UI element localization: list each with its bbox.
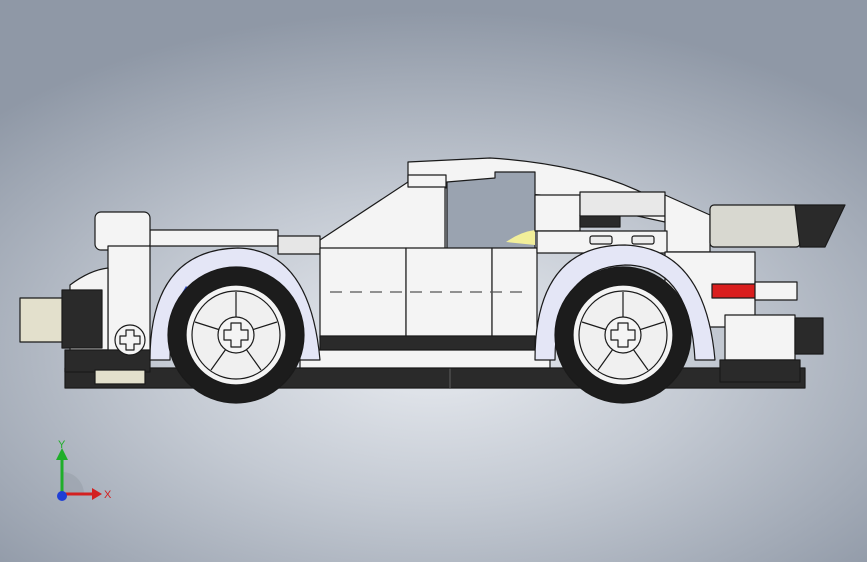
door-panel-front — [319, 247, 407, 339]
rear-slope — [664, 194, 711, 253]
rear-deck-dark — [579, 214, 621, 228]
x-axis-arrow-icon — [92, 488, 102, 500]
x-axis-label: X — [104, 489, 112, 501]
front-axle-cross-icon — [119, 329, 141, 351]
triad-sector — [62, 472, 84, 494]
windshield — [319, 181, 446, 251]
rear-taillight-light — [754, 281, 798, 301]
stud-1 — [589, 235, 613, 245]
front-bumper-tan — [19, 297, 66, 343]
rear-deck-1 — [534, 194, 581, 232]
front-fender-top — [149, 229, 279, 247]
z-axis-dot — [57, 491, 67, 501]
rear-deck-2 — [579, 191, 666, 217]
y-axis-label: Y — [58, 439, 66, 451]
front-block — [277, 235, 321, 255]
rear-wheel-arch — [534, 244, 716, 361]
reference-triad: Y X — [56, 439, 112, 501]
window-yellow-accent — [506, 230, 535, 245]
front-wheel — [167, 266, 305, 404]
front-chin-tan — [94, 369, 146, 385]
rear-tow — [719, 359, 801, 383]
door-panel-rear — [491, 247, 538, 339]
spoiler-fin — [794, 204, 846, 248]
roof-block — [407, 174, 447, 188]
y-axis-arrow-icon — [56, 448, 68, 460]
front-bumper-dark — [61, 289, 103, 349]
chassis-base — [64, 367, 806, 389]
rear-exhaust — [794, 317, 824, 355]
sill-dark — [319, 335, 536, 351]
rear-lower-block — [724, 314, 796, 361]
sill-light — [299, 349, 551, 369]
door-panel-mid — [405, 247, 493, 339]
stud-2 — [631, 235, 655, 245]
spoiler-cylinder — [709, 204, 801, 248]
front-post — [94, 211, 151, 251]
rear-wheel — [554, 266, 692, 404]
